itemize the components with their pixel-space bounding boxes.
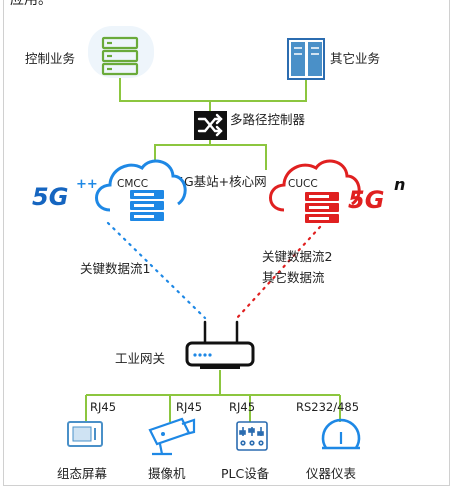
- 5g-plus-logo-text: 5G: [32, 183, 68, 211]
- flow-label-right-1: 关键数据流2: [262, 249, 332, 264]
- other-business-label: 其它业务: [330, 51, 380, 66]
- gauge-icon: [321, 418, 361, 450]
- cmcc-label: CMCC: [117, 178, 148, 190]
- flow-line-right: [235, 225, 322, 320]
- touch-screen-icon: [67, 421, 103, 447]
- cucc-server-icon: [305, 192, 339, 223]
- device-label-2: 摄像机: [148, 466, 186, 481]
- cmcc-cloud-node: CMCC 5G ++: [32, 159, 187, 221]
- port-label-3: RJ45: [229, 400, 255, 414]
- other-business-node: 其它业务: [287, 38, 380, 80]
- industrial-gateway-node: 工业网关: [115, 320, 255, 369]
- 5g-n-logo-text: 5G: [348, 186, 384, 214]
- business-link: [119, 78, 307, 102]
- frame-border: [3, 0, 450, 486]
- green-links: [85, 78, 341, 422]
- port-label-4: RS232/485: [296, 400, 359, 414]
- 5g-plus-logo-suffix: ++: [76, 177, 98, 192]
- crossing-arrows-icon: [197, 113, 223, 137]
- 5g-n-logo: 5G n: [348, 175, 405, 214]
- cabinet-icon: [287, 38, 325, 80]
- port-label-1: RJ45: [90, 400, 116, 414]
- controller-to-cucc-link: [210, 144, 267, 170]
- camera-icon: [148, 417, 196, 456]
- cucc-cloud-node: CUCC 5G n: [269, 159, 405, 223]
- flow-label-left: 关键数据流1: [80, 261, 150, 276]
- port-label-2: RJ45: [176, 400, 202, 414]
- cmcc-server-icon: [130, 190, 164, 221]
- flow-label-right-2: 其它数据流: [262, 270, 325, 285]
- controller-to-cmcc-link: [154, 138, 211, 170]
- 5g-n-logo-suffix: n: [394, 175, 405, 194]
- gateway-label: 工业网关: [115, 351, 165, 366]
- multipath-controller-node: 多路径控制器: [194, 111, 306, 140]
- device-label-3: PLC设备: [221, 466, 270, 481]
- 5g-plus-logo: 5G ++: [32, 177, 98, 211]
- flow-line-left: [106, 221, 207, 320]
- heading-fragment: 应用。: [10, 0, 52, 8]
- cucc-label: CUCC: [288, 178, 318, 190]
- multipath-controller-label: 多路径控制器: [230, 112, 306, 127]
- router-icon: [185, 320, 255, 369]
- plc-icon: [236, 421, 268, 451]
- control-business-label: 控制业务: [25, 51, 75, 66]
- device-label-1: 组态屏幕: [57, 466, 108, 481]
- server-rack-icon: [101, 36, 139, 76]
- control-business-node: 控制业务: [25, 26, 154, 78]
- base-station-label: 5G基站+核心网: [176, 174, 267, 189]
- device-label-4: 仪器仪表: [306, 466, 357, 481]
